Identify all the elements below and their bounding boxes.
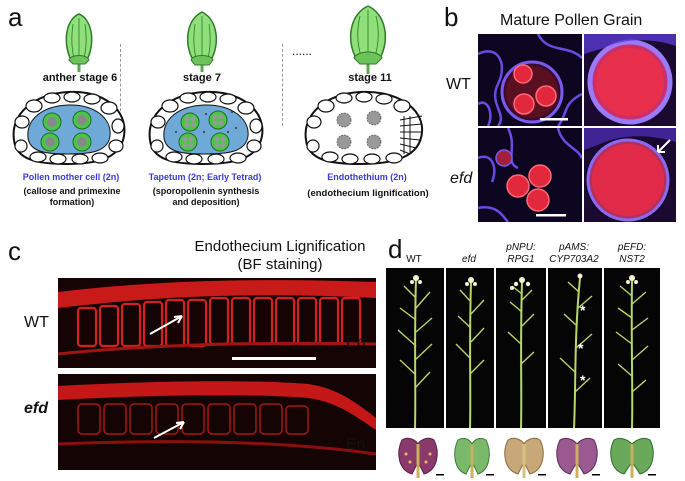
cell-label: Pollen mother cell (2n) [22,172,120,182]
anther-photo-efd [450,432,496,478]
panel-c-label: c [8,236,21,266]
separator [120,44,121,126]
column-label: pAMS: [558,242,589,253]
flower-bud-stage11 [349,5,387,74]
panel-d-label: d [388,234,403,264]
panel-c-title-line2: (BF staining) [237,256,323,273]
panel-a-label: a [8,2,23,32]
column-label: pNPU: [506,242,536,253]
row-label-wt: WT [446,76,471,93]
micrograph-efd-pollen-zoom [584,128,676,222]
ellipsis: ...... [292,44,313,58]
cell-label: Tapetum (2n; Early Tetrad) [148,172,262,182]
anther-photo-pefd-nst2 [606,432,658,478]
micrograph-efd-endothecium [58,374,376,470]
anther-section-stage6 [12,90,126,166]
column-label: pEFD: [617,242,647,253]
column-label: WT [406,254,422,265]
row-label-efd: efd [24,400,48,417]
anther-photo-wt [392,432,446,478]
panel-c-title-line1: Endothecium Lignification [194,238,366,255]
micrograph-wt-pollen [478,34,582,126]
plant-photo-efd [446,268,494,428]
separator [282,44,283,126]
stage-title: stage 7 [183,72,221,84]
plant-photo-pefd-nst2 [604,268,660,428]
column-label: NST2 [619,254,645,265]
panel-b-title: Mature Pollen Grain [500,12,643,29]
flower-bud-stage7 [186,11,218,72]
stage-note: (callose and primexine formation) [23,186,121,207]
column-label: efd [462,254,476,265]
micrograph-efd-pollen [478,128,582,222]
en-label: En [346,436,366,453]
row-label-efd: efd [450,170,473,187]
micrograph-wt-pollen-zoom [584,34,676,126]
stage-title: stage 11 [348,72,392,84]
anther-section-stage11 [304,90,424,166]
row-label-wt: WT [24,314,49,331]
plant-photo-pnpu-rpg1 [496,268,546,428]
plant-photo-pams-cyp703a2 [548,268,602,428]
flower-bud-stage6 [65,13,93,72]
asterisk-mark: * [580,372,586,388]
plant-photo-wt [386,268,444,428]
asterisk-mark: * [580,302,586,318]
micrograph-wt-endothecium [58,278,376,368]
anther-photo-pnpu-rpg1 [500,432,548,478]
column-label: CYP703A2 [549,254,599,265]
en-label: En [346,334,366,351]
anther-section-stage7 [148,90,264,166]
stage-title: anther stage 6 [42,72,118,84]
asterisk-mark: * [578,340,584,356]
stage-note: (endothecium lignification) [307,188,429,199]
cell-label: Endothethium (2n) [327,172,407,182]
anther-photo-pams-cyp703a2 [552,432,602,478]
column-label: RPG1 [507,254,535,265]
stage-note: (sporopollenin synthesis and deposition) [152,186,260,207]
panel-b-label: b [444,2,459,32]
